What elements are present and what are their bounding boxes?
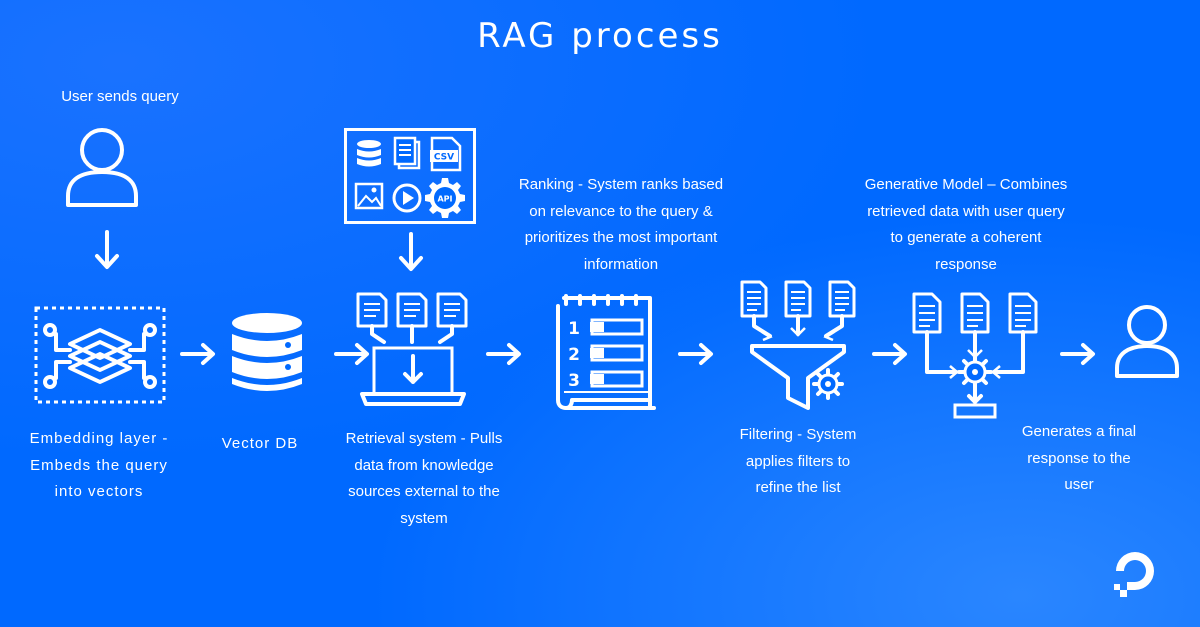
user-query-label: User sends query bbox=[61, 88, 179, 105]
retrieval-label-line-4: system bbox=[400, 509, 448, 527]
generative-label-line-4: response bbox=[935, 255, 997, 273]
ranking-label-line-4: information bbox=[583, 255, 659, 273]
down-arrow-icon bbox=[399, 232, 423, 271]
retrieval-label-line-1: Retrieval system - Pulls bbox=[345, 430, 503, 447]
rank-number-3: 3 bbox=[568, 371, 580, 391]
arrow-icon bbox=[486, 343, 521, 365]
ranking-label-line-1: Ranking - System ranks based bbox=[518, 176, 724, 193]
data-sources-icon: CSV API bbox=[344, 128, 476, 224]
final-label-line-3: user bbox=[1064, 476, 1094, 493]
retrieval-system-label: Retrieval system - Pulls data from knowl… bbox=[328, 426, 520, 532]
page-title: RAG process bbox=[477, 16, 723, 56]
ranking-label-line-3: prioritizes the most important bbox=[524, 229, 718, 246]
vector-db-label: Vector DB bbox=[221, 435, 299, 452]
generative-label-line-3: to generate a coherent bbox=[890, 229, 1042, 246]
laptop-documents-icon bbox=[356, 292, 468, 406]
arrow-icon bbox=[678, 343, 713, 365]
rank-number-2: 2 bbox=[568, 345, 580, 365]
final-label-line-2: response to the bbox=[1027, 449, 1131, 467]
filtering-label-line-1: Filtering - System bbox=[739, 426, 857, 443]
embedding-layer-label: Embedding layer - Embeds the query into … bbox=[8, 426, 190, 506]
arrow-icon bbox=[1060, 343, 1095, 365]
embedding-layers-icon bbox=[34, 306, 166, 404]
filtering-label-line-3: refine the list bbox=[755, 479, 841, 496]
rank-number-1: 1 bbox=[568, 319, 580, 339]
generative-label-line-1: Generative Model – Combines bbox=[864, 176, 1068, 193]
embedding-label-line-2: Embeds the query bbox=[30, 456, 168, 474]
database-icon bbox=[232, 313, 302, 391]
final-response-label: Generates a final response to the user bbox=[1004, 419, 1154, 499]
arrow-icon bbox=[334, 343, 369, 365]
filter-funnel-icon bbox=[740, 280, 856, 410]
embedding-label-line-1: Embedding layer - bbox=[29, 430, 169, 447]
filtering-label-line-2: applies filters to bbox=[745, 452, 851, 470]
ranking-label-line-2: on relevance to the query & bbox=[529, 202, 713, 220]
api-label: API bbox=[437, 195, 452, 204]
ranked-list-icon: 1 2 3 bbox=[556, 294, 656, 410]
retrieval-label-line-3: sources external to the bbox=[348, 483, 500, 500]
digitalocean-logo-icon bbox=[1114, 552, 1154, 597]
csv-label: CSV bbox=[434, 153, 454, 163]
final-label-line-1: Generates a final bbox=[1021, 423, 1137, 440]
user-icon bbox=[66, 128, 138, 207]
generative-model-icon bbox=[912, 292, 1038, 419]
arrow-icon bbox=[872, 343, 907, 365]
user-icon bbox=[1115, 305, 1179, 378]
embedding-label-line-3: into vectors bbox=[54, 483, 144, 500]
retrieval-label-line-2: data from knowledge bbox=[354, 456, 494, 474]
ranking-label: Ranking - System ranks based on relevanc… bbox=[500, 172, 742, 278]
down-arrow-icon bbox=[95, 230, 119, 269]
generative-model-label: Generative Model – Combines retrieved da… bbox=[846, 172, 1086, 278]
arrow-icon bbox=[180, 343, 215, 365]
filtering-label: Filtering - System applies filters to re… bbox=[720, 422, 876, 502]
generative-label-line-2: retrieved data with user query bbox=[867, 202, 1065, 220]
